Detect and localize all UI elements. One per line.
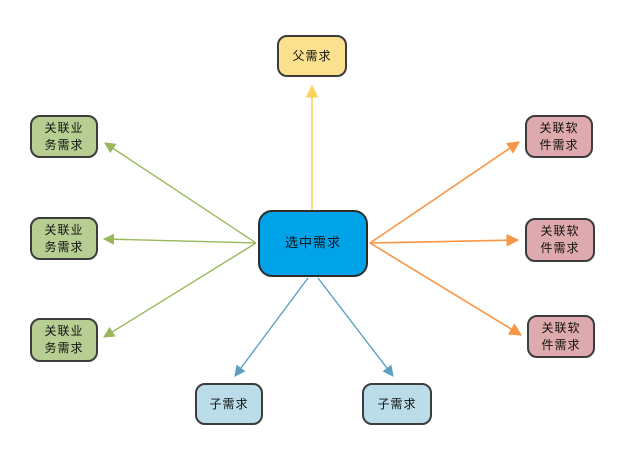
edge-center-to-soft2	[369, 233, 520, 247]
node-related-business-requirement-1-label: 关联业务需求	[44, 120, 84, 152]
edge-center-to-biz1	[104, 142, 257, 244]
node-related-software-requirement-2-label: 关联软件需求	[540, 224, 580, 255]
node-child-requirement-2-label: 子需求	[377, 396, 417, 411]
node-parent-requirement[interactable]: 父需求	[277, 35, 347, 77]
edge-center-to-soft3	[369, 242, 523, 336]
node-related-business-requirement-2[interactable]: 关联业务需求	[30, 217, 98, 260]
node-selected-requirement[interactable]: 选中需求	[258, 210, 368, 277]
node-related-software-requirement-1[interactable]: 关联软件需求	[525, 115, 593, 158]
edge-center-to-biz3	[103, 242, 257, 338]
edge-center-to-child2	[317, 277, 394, 377]
edge-center-to-biz2	[102, 233, 257, 245]
node-related-software-requirement-3-label: 关联软件需求	[541, 320, 581, 352]
edge-center-to-child1	[234, 277, 309, 377]
node-related-business-requirement-3[interactable]: 关联业务需求	[30, 318, 98, 362]
node-related-software-requirement-3[interactable]: 关联软件需求	[527, 315, 595, 358]
node-child-requirement-1-label: 子需求	[209, 396, 249, 411]
node-related-software-requirement-2[interactable]: 关联软件需求	[525, 218, 595, 262]
node-parent-requirement-label: 父需求	[292, 48, 332, 63]
edge-center-to-soft1	[369, 141, 521, 244]
node-related-business-requirement-2-label: 关联业务需求	[44, 222, 84, 254]
node-related-business-requirement-1[interactable]: 关联业务需求	[30, 115, 98, 158]
node-related-business-requirement-3-label: 关联业务需求	[44, 324, 84, 355]
node-selected-requirement-label: 选中需求	[284, 236, 341, 251]
node-child-requirement-2[interactable]: 子需求	[362, 383, 432, 425]
node-related-software-requirement-1-label: 关联软件需求	[539, 120, 579, 152]
node-child-requirement-1[interactable]: 子需求	[195, 383, 263, 425]
